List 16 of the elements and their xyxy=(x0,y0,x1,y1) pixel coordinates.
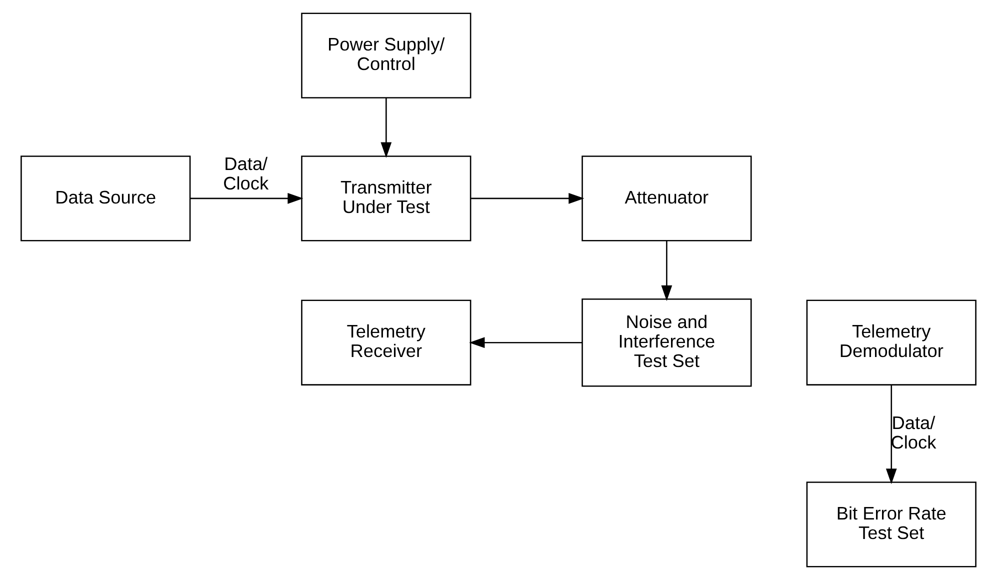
node-box: Bit Error Rate Test Set xyxy=(806,482,976,568)
arrow xyxy=(469,337,582,348)
edge-label: Data/ Clock xyxy=(223,154,269,194)
edge-label: Data/ Clock xyxy=(890,413,936,453)
arrow xyxy=(380,98,392,158)
node-box: Data Source xyxy=(20,156,191,242)
node-box: Power Supply/ Control xyxy=(301,12,472,98)
node-box: Telemetry Receiver xyxy=(301,300,472,386)
node-box: Attenuator xyxy=(582,156,752,242)
arrow xyxy=(661,240,672,301)
arrow xyxy=(190,192,304,204)
node-box: Transmitter Under Test xyxy=(301,156,472,242)
arrow xyxy=(886,385,897,484)
node-box: Noise and Interference Test Set xyxy=(582,298,752,387)
node-box: Telemetry Demodulator xyxy=(806,300,976,386)
arrow xyxy=(471,192,584,204)
